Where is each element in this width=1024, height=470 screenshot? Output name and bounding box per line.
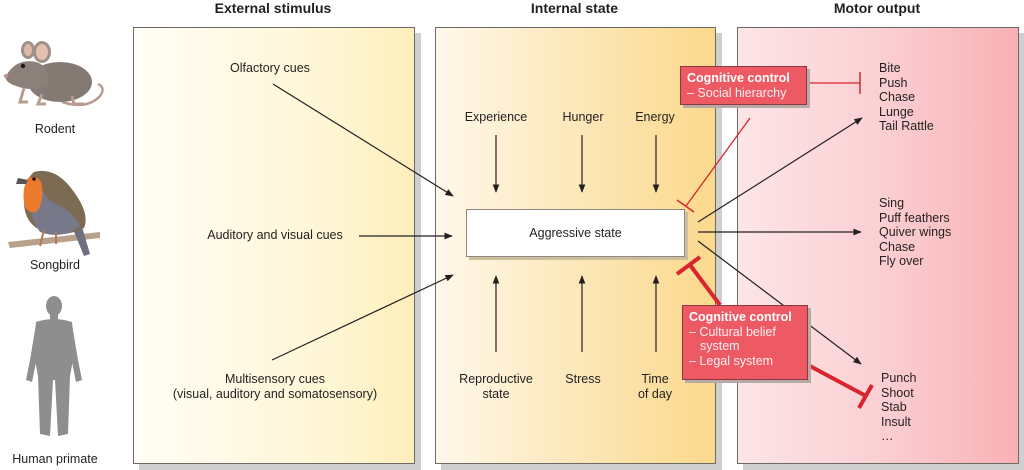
external-stimulus-panel [133,27,415,464]
species-label-songbird: Songbird [29,258,81,272]
inhibit-social-to-state [685,117,751,207]
motor-item: Puff feathers [879,210,950,225]
motor-item: Punch [881,371,917,385]
motor-item: Chase [879,90,916,104]
factor-reproductive-line2: state [482,386,510,401]
motor-item: Bite [879,61,901,75]
motor-item: Stab [881,400,907,414]
inhibit-bar [676,199,695,213]
cognitive-control-item: – Social hierarchy [687,85,787,100]
inhibit-bar [857,384,874,409]
cue-multisensory: Multisensory cues (visual, auditory and … [150,372,400,401]
column-title-external: External stimulus [214,0,332,16]
inhibit-bar [675,255,702,276]
motor-list-human: Punch Shoot Stab Insult … [881,371,916,444]
species-label-rodent: Rodent [34,122,76,136]
motor-item: Quiver wings [879,225,952,239]
factor-time-line1: Time [641,372,669,386]
motor-item: Fly over [879,254,924,268]
factor-reproductive-state: Reproductive state [446,372,546,401]
motor-item: Sing [879,196,905,210]
factor-time-line2: of day [637,386,673,401]
motor-item: Tail Rattle [879,119,934,133]
arrow-multisensory [271,274,454,361]
songbird-icon [4,162,104,258]
factor-experience: Experience [464,110,528,124]
species-label-human: Human primate [12,452,98,466]
factor-energy: Energy [635,110,675,124]
factor-stress-line1: Stress [565,372,601,386]
factor-hunger: Hunger [562,110,604,124]
column-title-internal: Internal state [530,0,619,16]
cognitive-control-social-box: Cognitive control – Social hierarchy [680,66,807,105]
cognitive-control-cultural-box: Cognitive control – Cultural belief syst… [682,305,808,380]
cue-multisensory-line2: (visual, auditory and somatosensory) [172,386,378,401]
motor-item: Insult [881,414,911,429]
aggressive-state-label: Aggressive state [529,226,622,240]
cognitive-control-title: Cognitive control [687,71,790,85]
rodent-icon [2,36,108,118]
cue-olfactory: Olfactory cues [230,61,310,75]
arrow-olfactory [272,83,454,197]
arrow-to-human-output [697,240,862,365]
arrow-to-rodent-output [697,117,863,223]
cognitive-control-item: – Legal system [689,353,774,368]
cue-auditory-visual: Auditory and visual cues [207,228,343,242]
human-figure-icon [22,294,86,442]
cognitive-control-item: system [700,339,740,353]
motor-item: Chase [879,239,916,254]
motor-list-songbird: Sing Puff feathers Quiver wings Chase Fl… [879,196,951,269]
cue-multisensory-line1: Multisensory cues [224,372,326,386]
cognitive-control-item: – Cultural belief [689,324,776,339]
motor-item: Shoot [881,385,914,400]
cognitive-control-title: Cognitive control [689,310,792,324]
motor-list-rodent: Bite Push Chase Lunge Tail Rattle [879,61,934,134]
factor-reproductive-line1: Reproductive [459,372,533,386]
factor-stress: Stress [548,372,618,387]
aggressive-state-box: Aggressive state [466,209,685,257]
inhibit-cultural-to-state [688,263,722,307]
motor-item: Lunge [879,104,914,119]
inhibit-cultural-to-punch [807,363,867,398]
motor-item: Push [879,75,908,90]
column-title-motor: Motor output [833,0,921,16]
factor-time-of-day: Time of day [625,372,685,401]
motor-item: … [881,429,894,443]
